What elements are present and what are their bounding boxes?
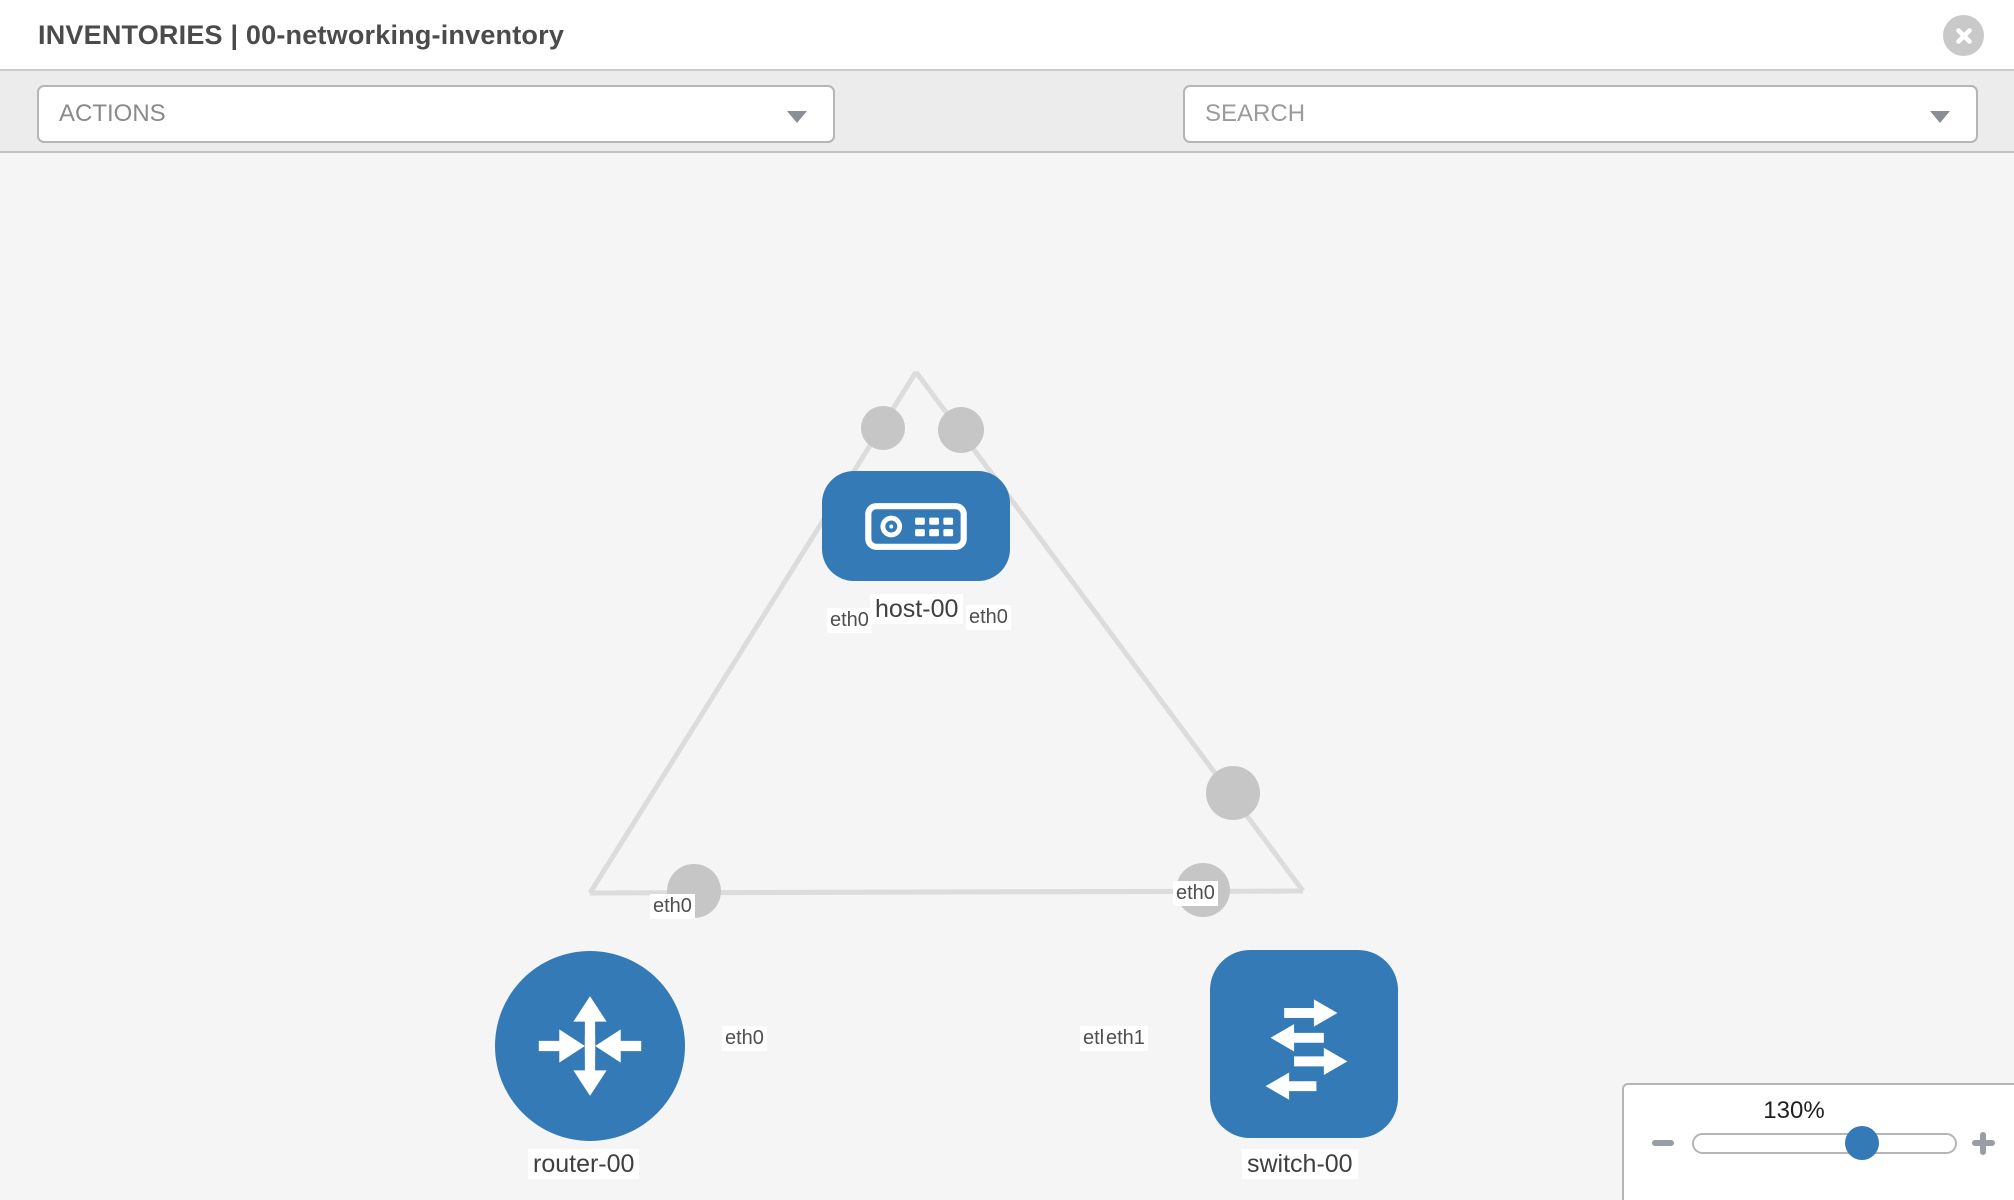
endpoint-switch-eth0: [1206, 766, 1260, 820]
search-dropdown[interactable]: SEARCH: [1183, 85, 1978, 143]
if-label-router-link-eth0: eth0: [650, 894, 695, 919]
node-label-switch: switch-00: [1242, 1149, 1358, 1179]
close-button[interactable]: [1943, 15, 1984, 56]
node-label-host: host-00: [870, 594, 964, 624]
endpoint-host-eth0-right: [938, 407, 984, 453]
page-title: INVENTORIES | 00-networking-inventory: [38, 20, 565, 50]
chevron-down-icon: [1930, 111, 1950, 123]
close-icon: [1955, 27, 1972, 44]
zoom-percentage: 130%: [1763, 1097, 1825, 1124]
if-label-router-eth0: eth0: [722, 1026, 767, 1051]
zoom-slider-track[interactable]: [1692, 1133, 1957, 1154]
node-host-00[interactable]: [822, 471, 1010, 581]
minus-icon[interactable]: [1652, 1140, 1674, 1146]
topology-links-layer: [587, 370, 1306, 918]
actions-dropdown-label: ACTIONS: [59, 100, 166, 127]
search-placeholder: SEARCH: [1205, 100, 1306, 127]
node-label-router: router-00: [528, 1149, 640, 1179]
plus-icon[interactable]: [1972, 1132, 1995, 1155]
chevron-down-icon: [787, 111, 807, 123]
host-icon: [865, 502, 967, 550]
endpoint-host-eth0-left: [861, 406, 905, 450]
if-label-switch-eth1: eth1: [1103, 1026, 1148, 1051]
node-router-00[interactable]: [495, 951, 685, 1141]
if-label-host-eth0-right: eth0: [966, 605, 1011, 630]
switch-icon: [1265, 999, 1348, 1100]
topology-canvas[interactable]: host-00 router-00 switch-00 eth0 eth0 et…: [0, 153, 2014, 1200]
router-icon: [538, 996, 642, 1096]
if-label-host-eth0-left: eth0: [827, 608, 872, 633]
if-label-switch-link-eth0: eth0: [1173, 881, 1218, 906]
header: INVENTORIES | 00-networking-inventory: [0, 0, 2014, 71]
node-switch-00[interactable]: [1210, 950, 1398, 1138]
link-host-router[interactable]: [587, 370, 919, 895]
toolbar: ACTIONS SEARCH: [0, 71, 2014, 205]
actions-dropdown[interactable]: ACTIONS: [37, 85, 835, 143]
zoom-slider-handle[interactable]: [1845, 1126, 1879, 1160]
